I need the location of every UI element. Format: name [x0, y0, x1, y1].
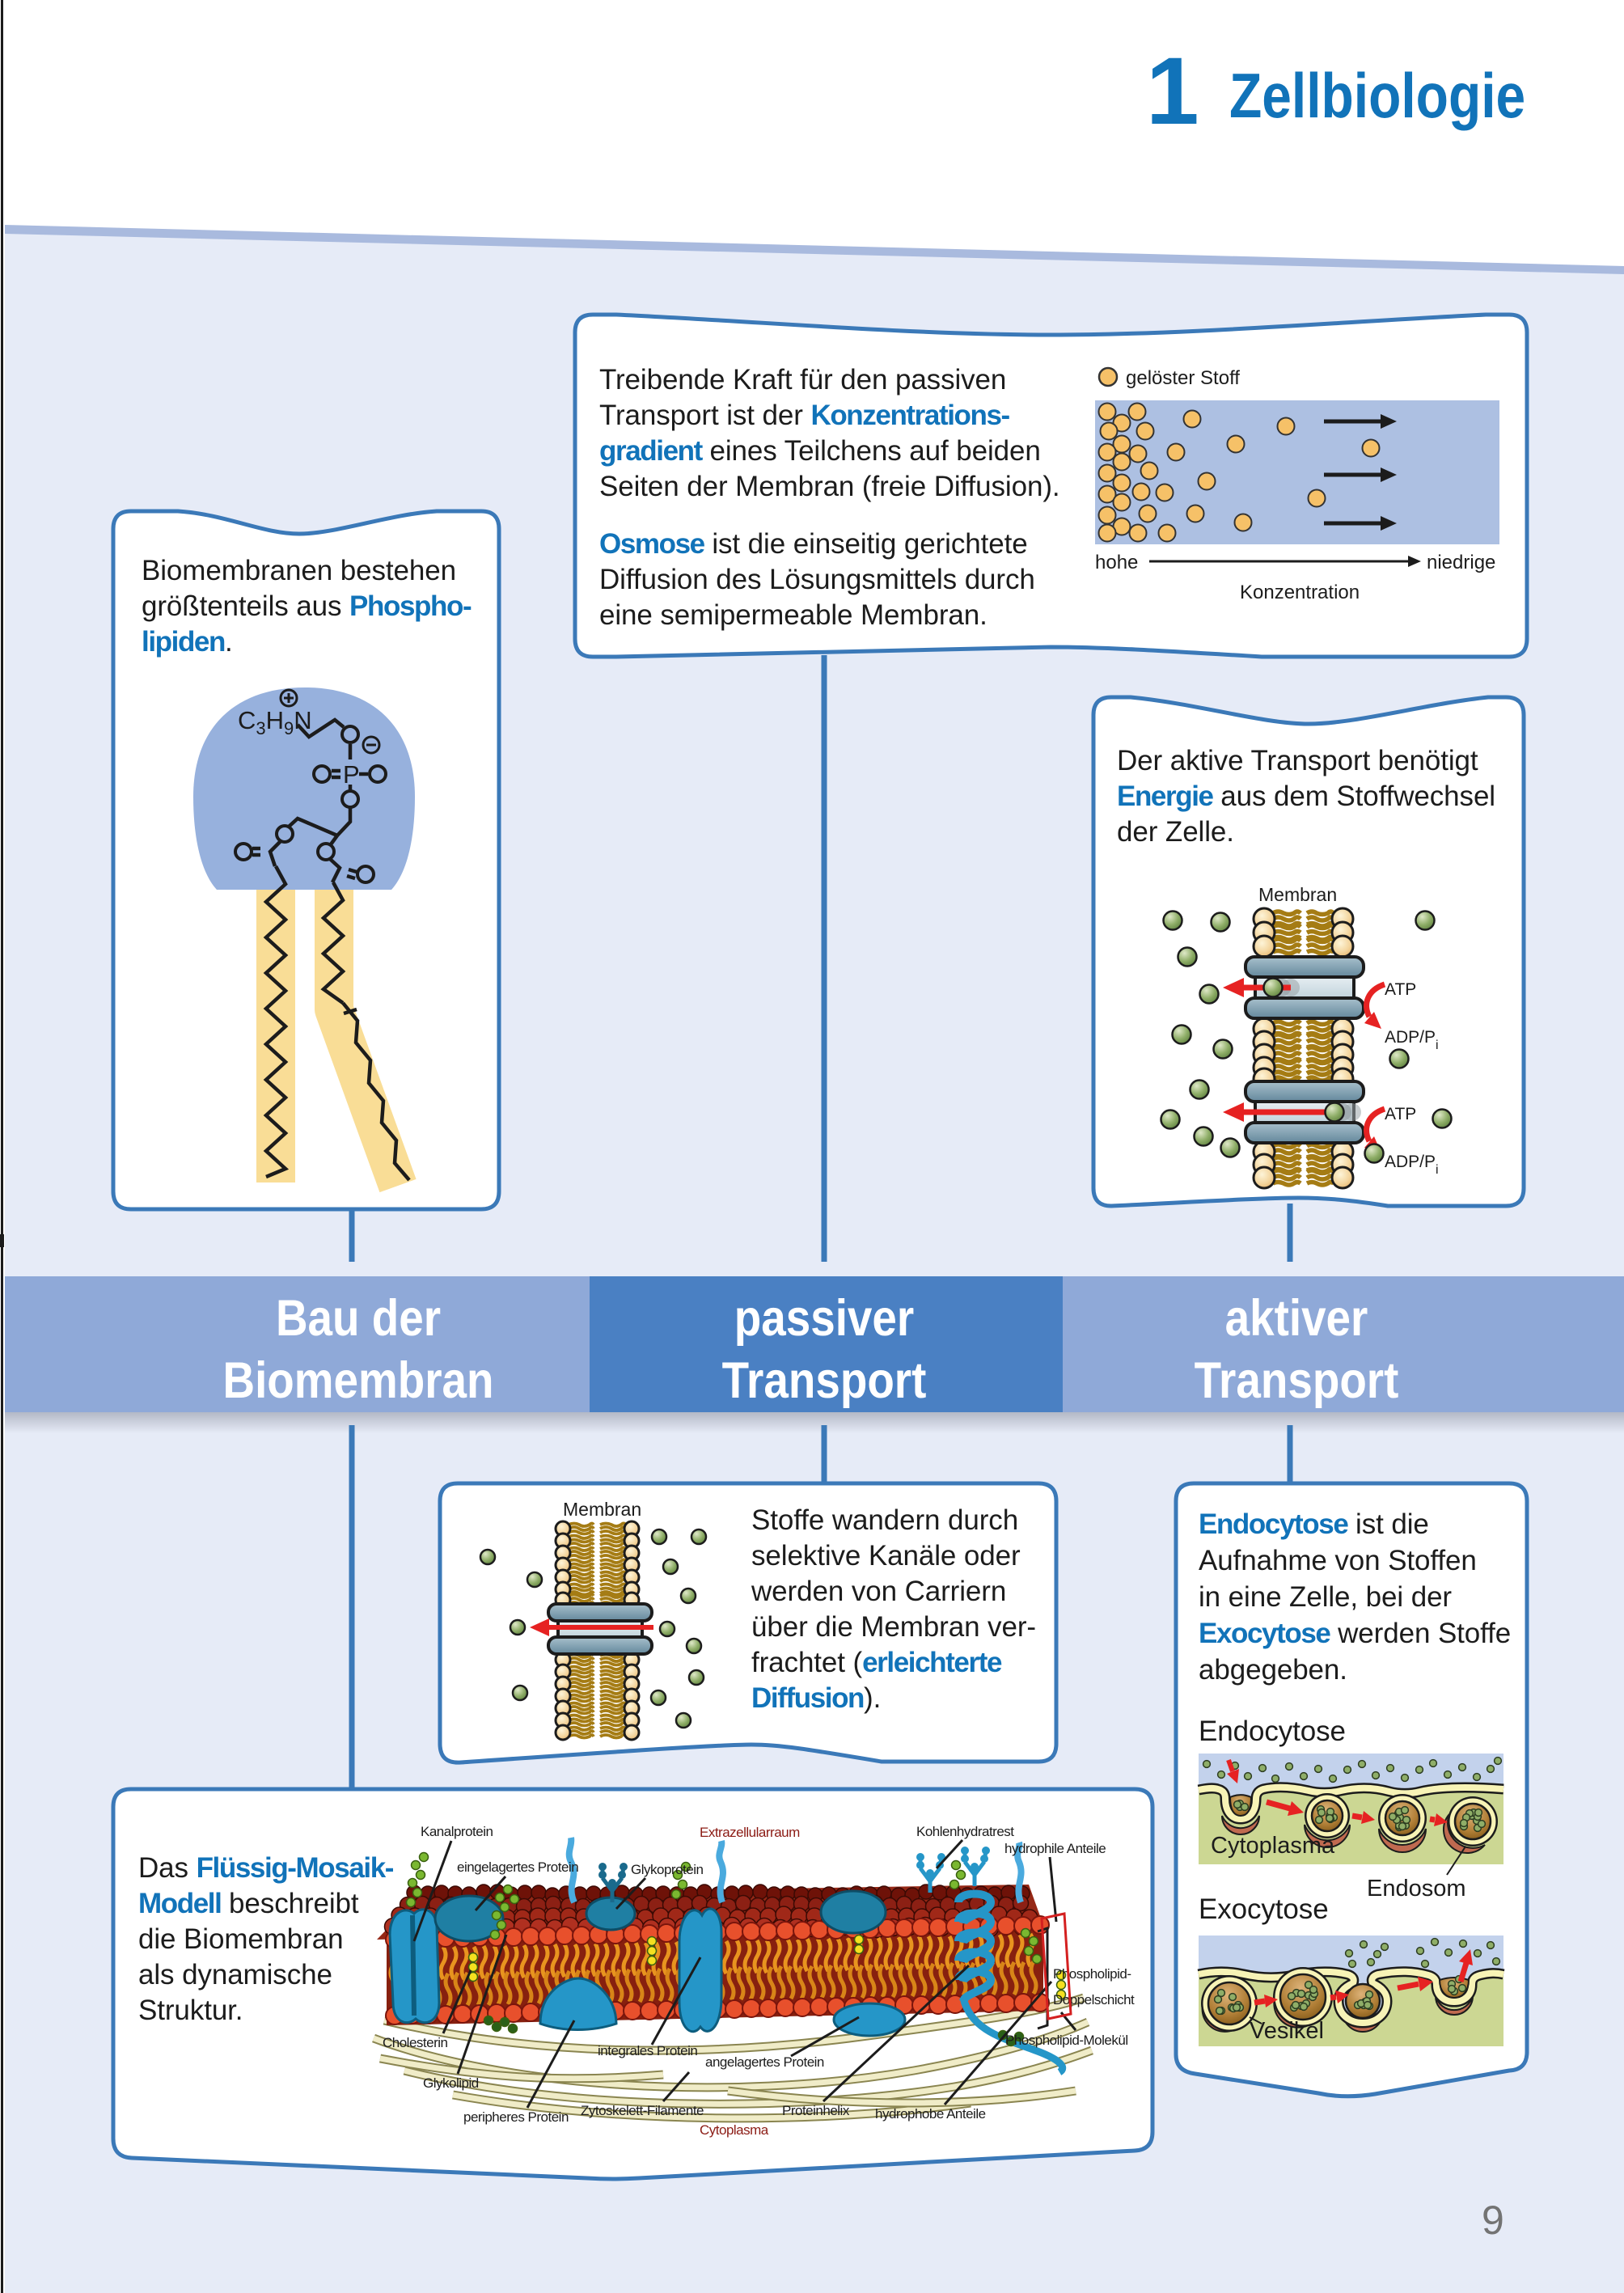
svg-text:Phospholipid-: Phospholipid- [1053, 1966, 1131, 1982]
svg-text:Phospholipid-Molekül: Phospholipid-Molekül [1005, 2033, 1128, 2048]
svg-text:Proteinhelix: Proteinhelix [782, 2103, 850, 2118]
svg-text:Vesikel: Vesikel [1250, 2018, 1324, 2044]
svg-text:Zytoskelett-Filamente: Zytoskelett-Filamente [581, 2103, 704, 2118]
svg-text:integrales Protein: integrales Protein [598, 2043, 697, 2058]
svg-text:gelöster Stoff: gelöster Stoff [1126, 367, 1240, 389]
svg-text:Glykolipid: Glykolipid [423, 2075, 479, 2091]
svg-text:hohe: hohe [1095, 552, 1138, 573]
svg-text:eingelagertes Protein: eingelagertes Protein [457, 1859, 578, 1875]
svg-text:Membran: Membran [1258, 884, 1337, 905]
svg-text:hydrophile Anteile: hydrophile Anteile [1004, 1841, 1106, 1856]
svg-text:Kohlenhydratrest: Kohlenhydratrest [916, 1824, 1014, 1839]
svg-text:peripheres Protein: peripheres Protein [463, 2109, 569, 2125]
svg-text:Kanalprotein: Kanalprotein [421, 1824, 493, 1839]
svg-text:ATP: ATP [1385, 980, 1416, 999]
svg-text:Konzentration: Konzentration [1240, 582, 1360, 603]
svg-text:Membran: Membran [563, 1499, 641, 1520]
svg-text:Cytoplasma: Cytoplasma [700, 2122, 769, 2138]
svg-text:C3H9N: C3H9N [238, 706, 312, 738]
svg-text:Extrazellularraum: Extrazellularraum [700, 1825, 800, 1840]
svg-text:Cytoplasma: Cytoplasma [1211, 1833, 1335, 1859]
svg-text:Cholesterin: Cholesterin [383, 2035, 448, 2050]
svg-text:P: P [343, 760, 360, 789]
svg-text:hydrophobe Anteile: hydrophobe Anteile [875, 2106, 986, 2122]
svg-text:ATP: ATP [1385, 1105, 1416, 1123]
svg-text:Glykoprotein: Glykoprotein [631, 1862, 703, 1877]
svg-text:Endosom: Endosom [1367, 1876, 1466, 1902]
svg-text:Doppelschicht: Doppelschicht [1053, 1992, 1135, 2007]
svg-text:angelagertes Protein: angelagertes Protein [705, 2054, 824, 2070]
svg-text:niedrige: niedrige [1427, 552, 1495, 573]
